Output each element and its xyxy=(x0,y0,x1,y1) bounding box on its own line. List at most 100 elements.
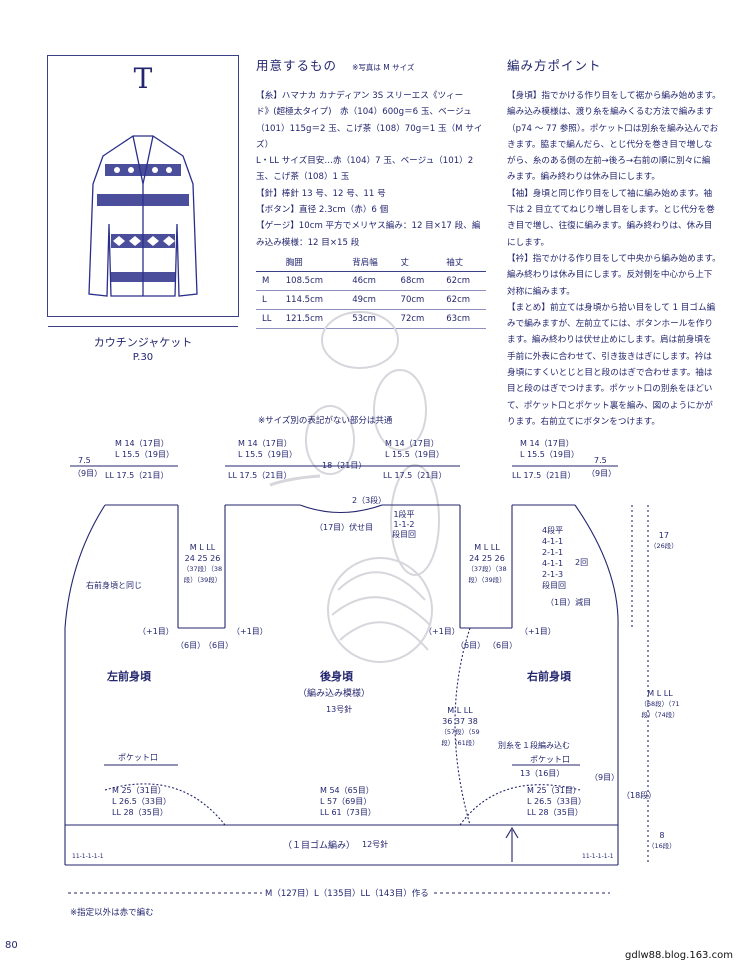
dim-l: L 15.5（19目） xyxy=(520,450,579,459)
jacket-illustration xyxy=(88,135,198,297)
size-cell: 114.5cm xyxy=(279,290,347,310)
size-m: M xyxy=(189,543,197,552)
materials-line: L・LL サイズ目安…赤（104）7 玉、ベージュ（101）2 xyxy=(256,156,474,167)
rows: （38段） xyxy=(468,565,507,584)
dim-m: M 14（17目） xyxy=(520,439,574,448)
armhole-right: M L LL 24 25 26 （37段）（38段）（39段） xyxy=(463,542,511,586)
rows: （38段） xyxy=(183,565,223,584)
neck-row: 2-1-3 xyxy=(542,570,564,579)
cm: 26 xyxy=(494,554,505,563)
materials-line: 【ゲージ】10cm 平方でメリヤス編み：12 目×17 段、編 xyxy=(256,221,481,232)
size-ll: LL xyxy=(490,543,500,552)
rows: （57段） xyxy=(440,728,469,736)
side-height: M L LL 36 37 38 （57段）（59段）（61段） xyxy=(438,705,482,749)
size-table-header: 胸囲 背肩幅 丈 袖丈 xyxy=(256,253,486,272)
points-line: みで編みますが、左前立てには、ボタンホールを作り xyxy=(507,319,714,330)
size-cell: 70cm xyxy=(394,290,441,310)
total-height: M L LL （68段）（71段）（74段） xyxy=(636,688,684,721)
hem-l: L 26.5（33目） xyxy=(527,797,586,806)
hem-l: L 57（69目） xyxy=(320,797,372,806)
size-cell: 68cm xyxy=(394,271,441,291)
size-cell: M xyxy=(256,271,280,291)
size-ll: LL xyxy=(663,689,673,698)
pocket-nine: （9目） xyxy=(590,773,620,782)
size-l: L xyxy=(483,543,489,552)
points-line: 目と段のはぎでつけます。ポケット口の別糸をほどい xyxy=(507,384,713,395)
materials-line: み込み模様：12 目×15 段 xyxy=(256,237,360,248)
cm: 26 xyxy=(210,554,221,563)
size-ll: LL xyxy=(463,706,473,715)
pocket-rows: （18段） xyxy=(622,791,657,800)
six-st: （6目） xyxy=(176,641,206,650)
materials-line: 【ボタン】直径 2.3cm（赤）6 個 xyxy=(256,205,389,216)
cm: 37 xyxy=(454,717,466,726)
points-line: 【袖】身頃と同じ作り目をして袖に編み始めます。袖 xyxy=(507,188,713,199)
back-title: 後身頃 xyxy=(320,670,353,683)
dim-ll: LL 17.5（21目） xyxy=(105,471,169,480)
size-ll: LL xyxy=(206,543,216,552)
dim-l: L 15.5（19目） xyxy=(385,450,444,459)
materials-line: 【糸】ハマナカ カナディアン 3S スリーエス《ツィー xyxy=(256,91,464,101)
six-st: （6目） xyxy=(488,641,518,650)
plus-one: （+1目） xyxy=(232,627,268,636)
neck-row: 段目回 xyxy=(392,530,416,539)
materials-line: 玉、こげ茶（108）1 玉 xyxy=(256,172,350,183)
rib-label: （１目ゴム編み） xyxy=(283,841,356,851)
materials-line: ド》(超極太タイプ) 赤（104）600g＝6 玉、ベージュ xyxy=(256,107,472,118)
hem-ll: LL 61（73目） xyxy=(320,808,376,817)
dim-ll: LL 17.5（21目） xyxy=(512,471,576,480)
hem-l: L 26.5（33目） xyxy=(112,797,171,806)
neck-row: 4-1-1 xyxy=(542,537,564,546)
neck-row: 4-1-1 xyxy=(542,559,564,568)
dim-ll: LL 17.5（21目） xyxy=(228,471,292,480)
pattern-page: P.30 xyxy=(132,352,154,363)
rows: （74段） xyxy=(654,711,679,719)
top-mid-right-dim: M 14（17目） L 15.5（19目） xyxy=(385,438,444,460)
six-st: （6目） xyxy=(456,641,486,650)
top-left-dim: M 14（17目） L 15.5（19目） xyxy=(115,438,174,460)
six-st: （6目） xyxy=(204,641,234,650)
neck-row: 1段平 xyxy=(393,510,415,519)
neck-row: 4段平 xyxy=(542,526,564,535)
hem-back: M 54（65目） L 57（69目） LL 61（73目） xyxy=(320,785,376,818)
points-line: ります。右前立てにボタンをつけます。 xyxy=(507,416,660,427)
neck-row: 1-1-2 xyxy=(393,520,415,529)
cm: 36 xyxy=(442,717,453,726)
pattern-name: カウチンジャケット xyxy=(93,336,193,349)
neck-row: 段目回 xyxy=(542,581,566,590)
watermark-graphic xyxy=(269,311,440,663)
dim-l: L 15.5（19目） xyxy=(238,450,297,459)
points-line: て、ポケット口とポケット裏を編み、図のようにかが xyxy=(507,400,713,411)
left-front-title: 左前身頃 xyxy=(107,670,151,683)
points-line: 身頃にすくいとじと目と段のはぎで合わせます。袖は xyxy=(507,368,713,379)
points-line: ます。編み終わりは伏せ止めにします。肩は前身頃を xyxy=(507,335,712,346)
cast-on: M（127目）L（135目）LL（143目）作る xyxy=(262,887,432,899)
rows: （68段） xyxy=(640,700,669,708)
right-height: 17 （26段） xyxy=(650,530,678,552)
points-line: 編み終わりは休み目にします。反対側を中心から上下 xyxy=(507,270,713,281)
cm: 24 xyxy=(184,554,195,563)
table-row: M 108.5cm 46cm 68cm 62cm xyxy=(256,271,486,291)
pattern-card: T カウチンジャケット P.30 xyxy=(47,55,239,363)
size-table: 胸囲 背肩幅 丈 袖丈 M 108.5cm 46cm 68cm 62cm L 1… xyxy=(256,253,486,329)
hem-ll: LL 28（35目） xyxy=(527,808,583,817)
dim-center: 18（21目） xyxy=(322,461,367,470)
rows: （71段） xyxy=(641,700,680,719)
points-line: （p74 ～ 77 参照）。ポケット口は別糸を編み込んでお xyxy=(507,123,719,134)
back-subtitle: （編み込み模様） xyxy=(298,689,371,699)
plus-one: （+1目） xyxy=(138,627,174,636)
hem-m: M 54（65目） xyxy=(320,786,374,795)
points-title: 編み方ポイント xyxy=(507,58,602,73)
points-line: 手前に外表に合わせて、引き抜きはぎにします。衿は xyxy=(507,351,712,362)
materials-text: 【糸】ハマナカ カナディアン 3S スリーエス《ツィー ド》(超極太タイプ) 赤… xyxy=(256,88,488,251)
table-row: LL 121.5cm 53cm 72cm 63cm xyxy=(256,309,486,329)
dim-side-st: （9目） xyxy=(73,469,103,478)
common-note: ※サイズ別の表記がない部分は共通 xyxy=(258,416,393,426)
size-cell: 53cm xyxy=(346,309,395,329)
dim-side: 7.5 xyxy=(594,456,607,465)
plus-one: （+1目） xyxy=(424,627,460,636)
card-divider xyxy=(48,326,238,327)
points-line: 【身頃】指でかける作り目をして裾から編み始めます。 xyxy=(507,91,721,101)
size-m: M xyxy=(447,706,455,715)
